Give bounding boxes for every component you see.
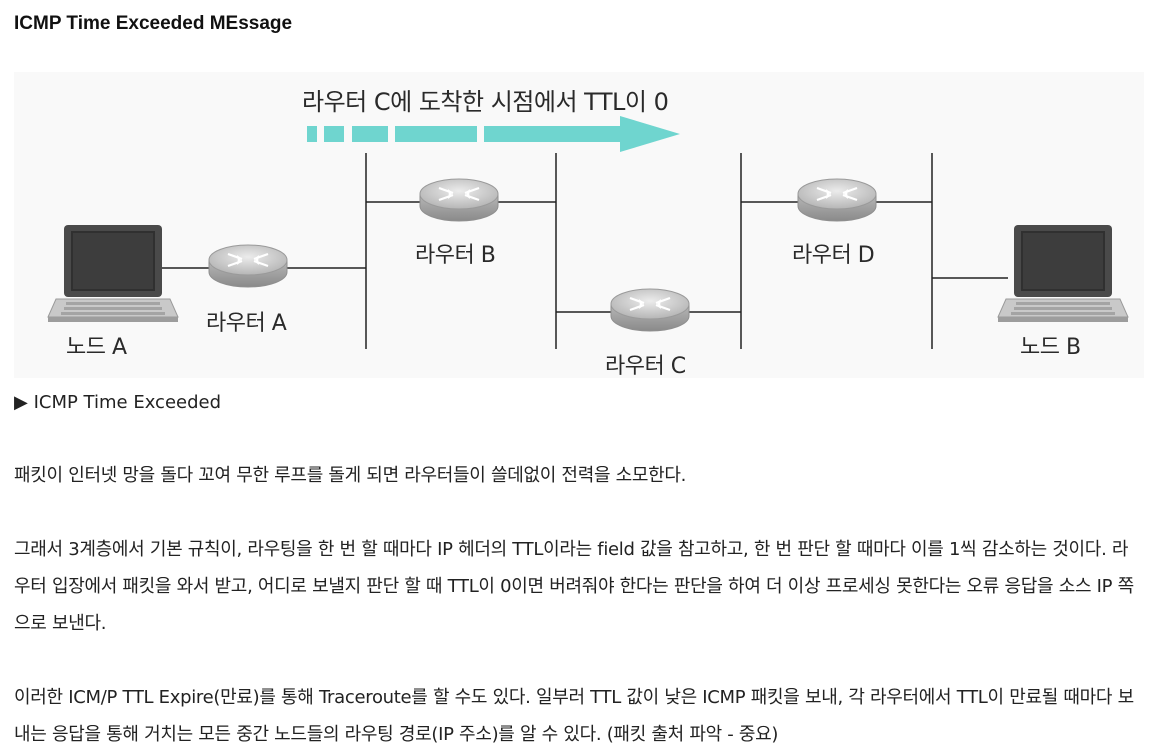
router-a-icon (207, 243, 289, 289)
router-d-label: 라우터 D (792, 243, 875, 268)
router-d-icon (796, 177, 878, 223)
node-a-laptop-icon (47, 224, 179, 323)
caption-marker-icon: ▶ (14, 392, 28, 413)
paragraph-1: 패킷이 인터넷 망을 돌다 꼬여 무한 루프를 돌게 되면 라우터들이 쓸데없이… (14, 465, 687, 486)
paragraph-2: 그래서 3계층에서 기본 규칙이, 라우팅을 한 번 할 때마다 IP 헤더의 … (14, 539, 1134, 634)
arrow-label: 라우터 C에 도착한 시점에서 TTL이 0 (302, 88, 669, 116)
network-diagram-svg (47, 116, 1129, 349)
paragraph-3: 이러한 ICM/P TTL Expire(만료)를 통해 Traceroute를… (14, 687, 1134, 745)
router-a-label: 라우터 A (206, 311, 287, 336)
router-b-icon (418, 177, 500, 223)
node-b-laptop-icon (997, 224, 1129, 323)
router-c-label: 라우터 C (605, 354, 686, 379)
ttl-arrow (307, 116, 680, 152)
figure-caption: ▶ ICMP Time Exceeded (14, 392, 221, 413)
caption-text: ICMP Time Exceeded (33, 392, 222, 413)
network-diagram: 라우터 C에 도착한 시점에서 TTL이 0 노드 A 라우터 A 라우터 B … (14, 72, 1144, 379)
router-b-label: 라우터 B (415, 243, 496, 268)
node-b-label: 노드 B (1020, 335, 1081, 360)
page-title: ICMP Time Exceeded MEssage (14, 13, 293, 34)
router-c-icon (609, 287, 691, 333)
node-a-label: 노드 A (66, 335, 127, 360)
